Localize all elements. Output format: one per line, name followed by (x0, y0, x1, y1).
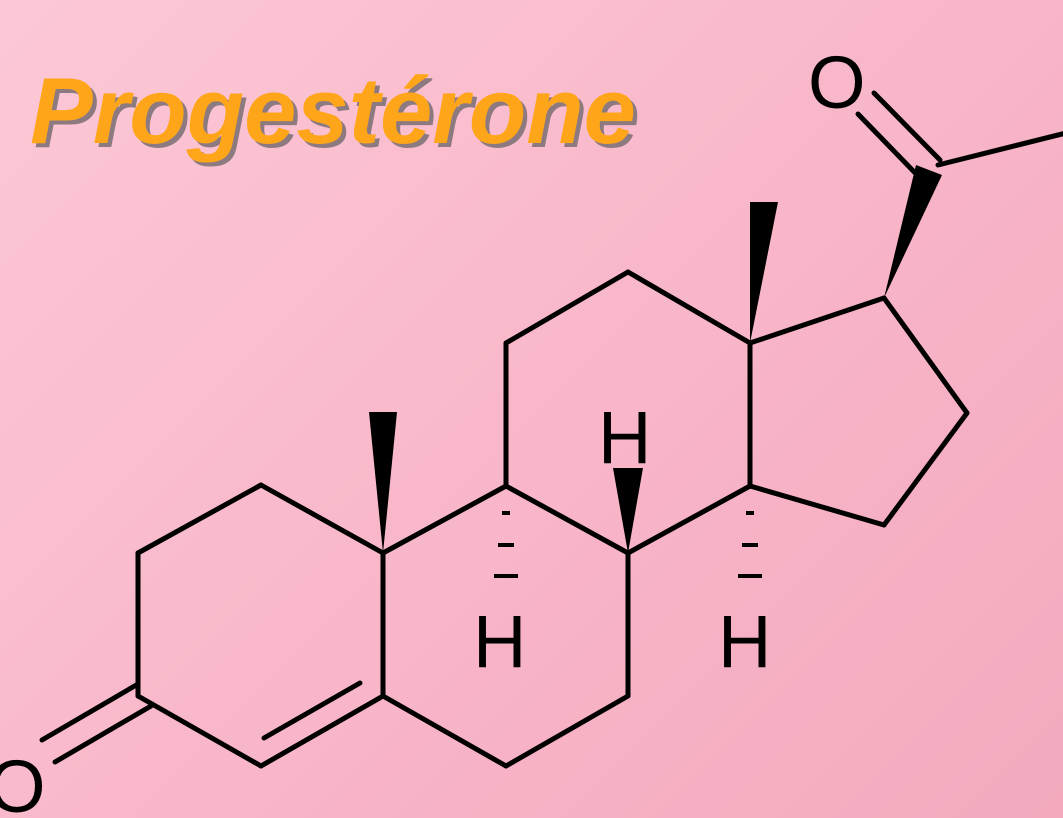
bond-c7-c6 (503, 693, 631, 769)
bond-c10-c9 (380, 483, 509, 556)
bond-c15-c14 (747, 483, 887, 528)
acetyl-group: O (808, 41, 1063, 298)
bond-c14-c8 (625, 483, 753, 556)
atom-o-c3: O (0, 745, 46, 818)
wedge-c10-methyl (369, 412, 397, 553)
ring-a (135, 482, 386, 769)
h-c14: H (718, 511, 771, 683)
bond-c4-c5 (258, 693, 386, 769)
bond-c20-o-2 (855, 111, 925, 183)
wedge-c8-h (613, 468, 643, 553)
atom-h-c8: H (598, 396, 651, 479)
ring-c (503, 269, 753, 556)
bond-c20-o-1 (871, 90, 943, 163)
bond-c10-c1 (258, 482, 386, 556)
bond-c11-c12 (503, 269, 631, 346)
bond-c4-c5-double (261, 680, 363, 741)
ring-b (380, 483, 631, 769)
bond-c13-c17 (747, 295, 887, 346)
bond-c3-o-2 (52, 703, 154, 765)
wedge-c13-methyl (750, 202, 778, 343)
bond-c12-c13 (625, 269, 753, 346)
h-c9: H (473, 511, 526, 683)
bond-c3-o-1 (39, 681, 141, 743)
bond-c20-c21 (935, 131, 1063, 168)
bond-c16-c15 (881, 410, 970, 528)
bond-c9-c8 (503, 483, 631, 556)
wedge-c17-c20 (884, 165, 942, 298)
atom-h-c9: H (473, 600, 526, 683)
atom-o-c20: O (808, 41, 866, 124)
h-c8: H (598, 396, 651, 553)
bond-c6-c5 (380, 693, 509, 769)
bond-c3-c4 (135, 693, 264, 769)
bond-c1-c2 (135, 482, 264, 556)
atom-h-c14: H (718, 600, 771, 683)
bond-c17-c16 (881, 295, 970, 416)
ring-d (747, 295, 970, 528)
page-title: Progestérone (30, 58, 636, 163)
c3-ketone: O (0, 681, 154, 818)
